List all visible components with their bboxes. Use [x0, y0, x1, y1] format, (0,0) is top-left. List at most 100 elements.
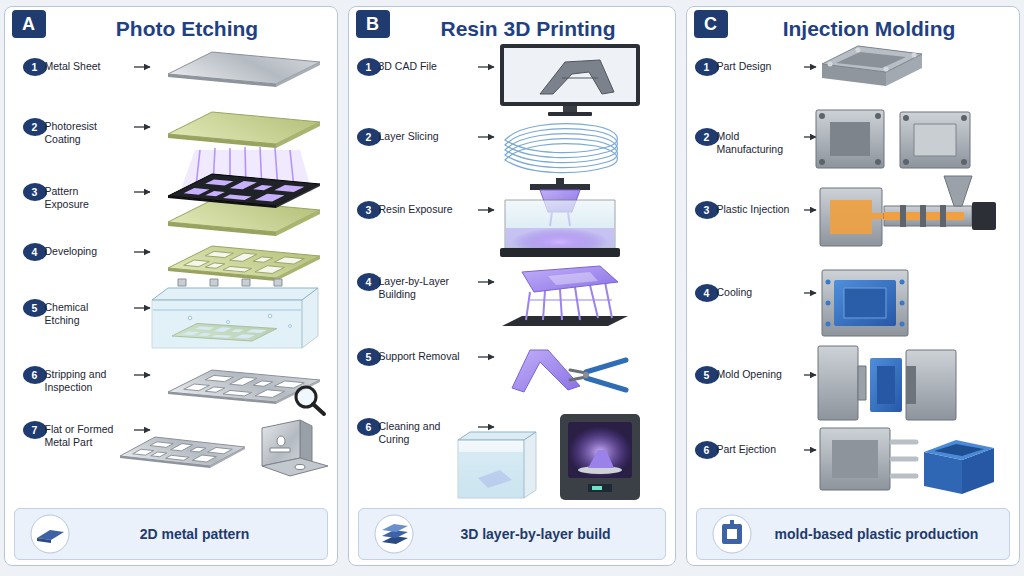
- step-label: Chemical Etching: [45, 301, 125, 327]
- stripped-plate: [168, 370, 324, 414]
- printed-lattice: [502, 266, 628, 326]
- panel-letter: B: [356, 10, 390, 38]
- step-number: 3: [695, 201, 719, 219]
- process-panel: Resin 3D PrintingB13D CAD File2Layer Sli…: [348, 6, 676, 566]
- resin-vat: [530, 184, 590, 190]
- cad-monitor: [500, 44, 640, 116]
- etching-tank: [289, 325, 292, 328]
- leader-arrow: [134, 191, 150, 192]
- printed-lattice: [543, 290, 545, 320]
- summary-icon: [382, 524, 408, 532]
- mold-halves: [819, 113, 825, 119]
- step-label: Part Ejection: [717, 443, 799, 456]
- summary-icon: [375, 515, 413, 553]
- wash-and-cure: [588, 484, 612, 492]
- leader-arrow: [478, 281, 494, 282]
- ejected-part: [934, 444, 984, 456]
- step-label: Part Design: [717, 60, 799, 73]
- mold-halves: [830, 122, 870, 156]
- support-removal: [586, 360, 626, 372]
- mold-halves: [903, 159, 909, 165]
- step-number-circle: 13D CAD File: [357, 58, 381, 76]
- panel-ground: [14, 508, 328, 560]
- etching-tank: [302, 288, 318, 348]
- step-number-circle: 5Chemical Etching: [23, 299, 47, 317]
- step-number: 6: [357, 418, 381, 436]
- injection-unit: [820, 176, 996, 246]
- process-panel: Photo EtchingA1Metal Sheet2Photoresist C…: [4, 6, 338, 566]
- step-number: 5: [695, 366, 719, 384]
- step-number-circle: 2Photoresist Coating: [23, 118, 47, 136]
- opened-mold: [818, 346, 956, 420]
- part-model: [912, 53, 917, 58]
- part-model: [822, 46, 922, 72]
- step-label: Layer Slicing: [379, 130, 469, 143]
- etching-tank: [178, 279, 282, 286]
- wash-and-cure: [458, 432, 536, 440]
- leader-arrow: [478, 426, 494, 427]
- summary-band: 2D metal pattern: [14, 508, 328, 560]
- step-number-circle: 5Mold Opening: [695, 366, 719, 384]
- summary-caption: mold-based plastic production: [753, 525, 1001, 543]
- etching-tank: [242, 279, 250, 286]
- cooling-mold: [822, 270, 908, 336]
- step-label: Support Removal: [379, 350, 469, 363]
- step-number: 4: [357, 273, 381, 291]
- step-number-circle: 3Pattern Exposure: [23, 183, 47, 201]
- wash-and-cure: [458, 440, 524, 498]
- leader-arrow: [134, 251, 150, 252]
- ejected-part: [892, 442, 916, 476]
- summary-icon: [730, 520, 734, 524]
- finished-metal-part: [300, 420, 312, 462]
- panel-ground: [4, 6, 338, 566]
- step-label: Metal Sheet: [45, 60, 125, 73]
- step-number: 6: [695, 441, 719, 459]
- step-number: 2: [695, 128, 719, 146]
- opened-mold: [906, 366, 916, 404]
- etching-tank: [178, 279, 186, 286]
- cooling-mold: [822, 270, 908, 336]
- mold-halves: [819, 159, 825, 165]
- etching-tank: [152, 279, 318, 348]
- cooling-mold: [900, 301, 905, 306]
- uv-exposure: [168, 174, 320, 206]
- leader-arrow: [134, 429, 150, 430]
- summary-icon: [37, 538, 51, 543]
- ejected-part: [832, 440, 878, 478]
- cooling-mold: [826, 280, 831, 285]
- summary-icon: [31, 515, 751, 553]
- finished-metal-part: [210, 447, 245, 468]
- step-number: 6: [23, 366, 47, 384]
- panel-letter: A: [12, 10, 46, 38]
- part-model: [856, 48, 861, 53]
- ejected-part: [820, 428, 890, 490]
- metal-sheet: [168, 52, 320, 87]
- step-number: 3: [357, 201, 381, 219]
- uv-exposure: [276, 210, 320, 236]
- printed-lattice: [548, 272, 598, 285]
- wash-and-cure: [588, 450, 614, 468]
- photoresist-sheet: [276, 122, 320, 148]
- cooling-mold: [834, 280, 896, 326]
- step-label: Stripping and Inspection: [45, 368, 125, 394]
- cad-monitor: [540, 60, 614, 94]
- support-removal: [570, 370, 586, 373]
- leader-arrow: [134, 66, 150, 67]
- stripped-plate: [313, 404, 324, 414]
- uv-exposure: [182, 178, 304, 202]
- panel-title: Resin 3D Printing: [387, 16, 669, 42]
- support-removal: [586, 378, 626, 390]
- photoresist-sheet: [168, 112, 320, 148]
- step-label: Resin Exposure: [379, 203, 469, 216]
- cad-monitor: [504, 48, 636, 102]
- support-removal: [570, 377, 586, 380]
- leader-arrow: [478, 209, 494, 210]
- panel-ground: [4, 6, 1020, 566]
- panel-ground: [686, 6, 1020, 566]
- part-model: [884, 67, 889, 72]
- metal-sheet: [276, 62, 320, 87]
- step-number: 5: [23, 299, 47, 317]
- finished-metal-part: [262, 458, 328, 476]
- printed-lattice: [526, 292, 530, 320]
